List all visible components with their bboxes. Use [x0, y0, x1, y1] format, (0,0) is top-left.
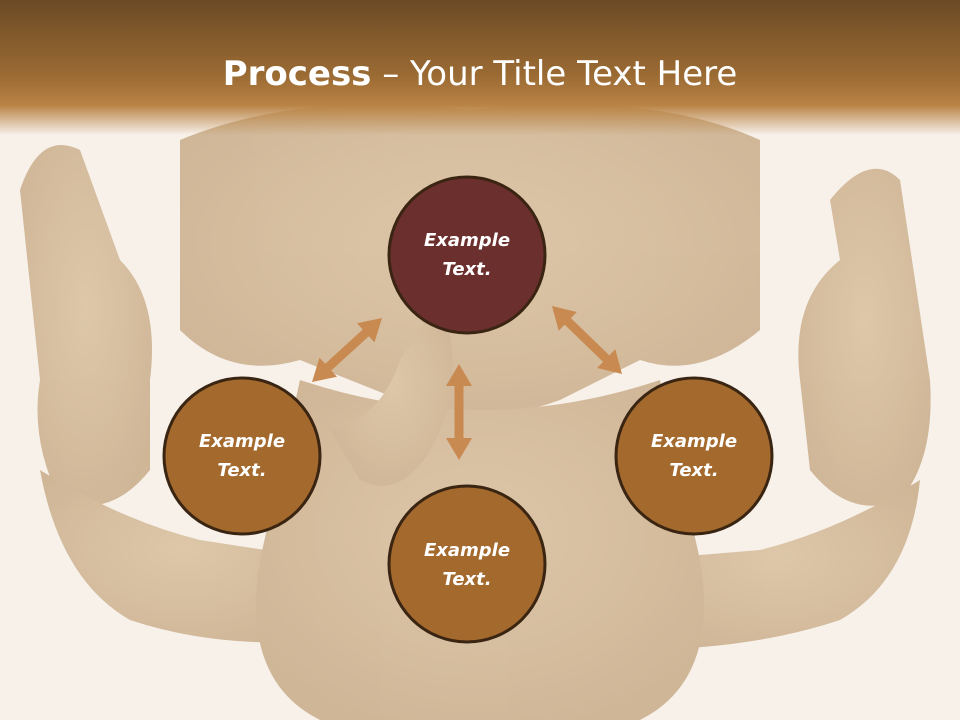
node-left-circle — [162, 376, 322, 536]
node-left-line2: Text. — [217, 460, 266, 481]
node-bottom-circle — [387, 484, 547, 644]
node-right: Example Text. — [614, 376, 774, 536]
node-left: Example Text. — [162, 376, 322, 536]
node-bottom: Example Text. — [387, 484, 547, 644]
arrow-right-center — [552, 306, 622, 374]
title-bar — [0, 0, 960, 135]
node-center-line1: Example — [424, 230, 510, 251]
node-right-circle — [614, 376, 774, 536]
node-center: Example Text. — [387, 175, 547, 335]
arrows-group — [312, 306, 622, 460]
node-right-line2: Text. — [669, 460, 718, 481]
title-rest: – Your Title Text Here — [371, 54, 738, 94]
arrow-left-center — [312, 318, 382, 382]
node-bottom-line1: Example — [424, 540, 510, 561]
node-left-line1: Example — [199, 431, 285, 452]
arrow-center-bottom — [446, 364, 472, 460]
node-center-circle — [387, 175, 547, 335]
node-center-line2: Text. — [442, 259, 491, 280]
node-bottom-line2: Text. — [442, 569, 491, 590]
page-title: Process – Your Title Text Here — [0, 48, 960, 100]
title-bold: Process — [222, 54, 372, 94]
node-right-line1: Example — [651, 431, 737, 452]
